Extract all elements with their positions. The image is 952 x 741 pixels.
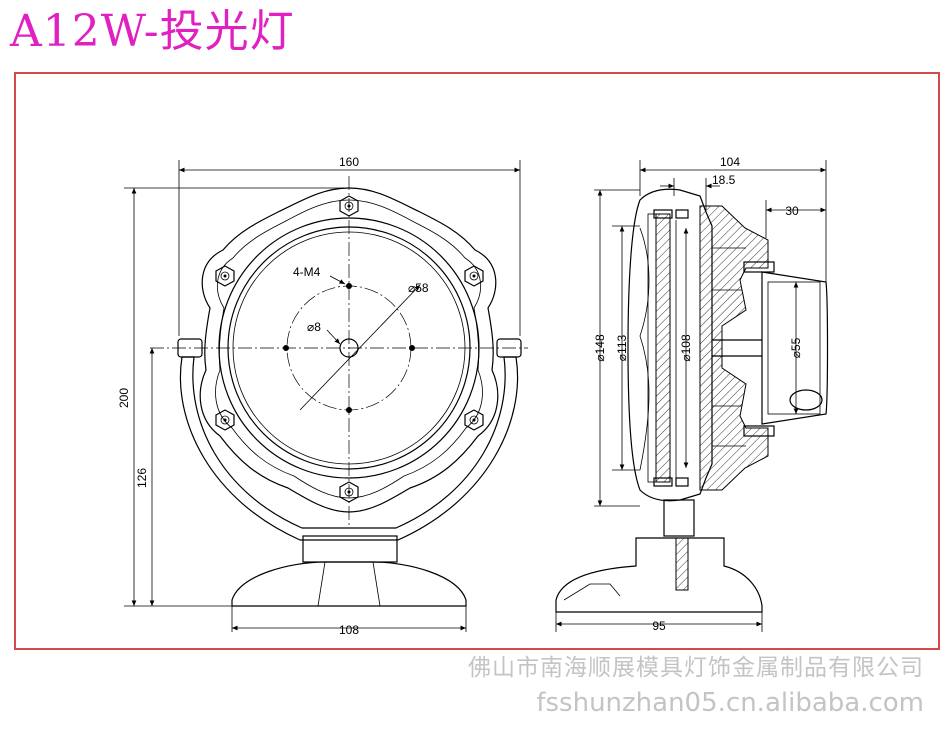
dim-height-total: 200: [117, 388, 131, 408]
dim-base-depth: 95: [652, 619, 666, 633]
side-view: 104 18.5 30 ⌀148 ⌀113 ⌀108 ⌀55 9: [555, 155, 829, 633]
dim-cap-diameter: ⌀55: [789, 337, 803, 358]
front-view: 160 200 126 108 4-M4 ⌀58 ⌀8: [117, 155, 528, 637]
dim-outer-diameter: ⌀148: [593, 334, 607, 362]
stand-base: [231, 561, 467, 607]
callout-pitch-circle: ⌀58: [408, 281, 429, 295]
dim-rear-cap: 30: [785, 204, 799, 218]
side-dimensions: 104 18.5 30 ⌀148 ⌀113 ⌀108 ⌀55 9: [555, 155, 827, 633]
side-glass: [655, 213, 671, 483]
dim-base-width: 108: [339, 623, 359, 637]
dim-width-top: 160: [339, 155, 359, 169]
u-bracket: [179, 356, 519, 541]
page-title: A12W-投光灯: [10, 6, 295, 57]
callout-holes: 4-M4: [293, 265, 321, 279]
side-cable-gland: [789, 389, 823, 411]
dim-glass-diameter: ⌀108: [679, 334, 693, 362]
side-base: [555, 537, 763, 613]
side-housing: [699, 205, 769, 491]
dim-inner-diameter: ⌀113: [615, 334, 629, 361]
side-rear-cap: [761, 271, 829, 425]
center-hole: [339, 338, 359, 358]
side-bezel: [627, 188, 713, 502]
front-dimensions: 160 200 126 108 4-M4 ⌀58 ⌀8: [117, 155, 521, 637]
mount-holes: [283, 283, 415, 413]
side-lens-outer: [647, 213, 657, 483]
dim-height-pivot: 126: [135, 468, 149, 488]
side-bolts: [653, 209, 775, 487]
dim-lens: 18.5: [712, 173, 736, 187]
watermark-company: 佛山市南海顺展模具灯饰金属制品有限公司: [468, 655, 924, 681]
callout-center-hole: ⌀8: [307, 320, 321, 334]
hex-bolts: [215, 195, 484, 503]
side-stem: [663, 499, 695, 537]
watermark-url: fsshunzhan05.cn.alibaba.com: [536, 688, 924, 718]
dim-depth: 104: [720, 155, 740, 169]
side-base-screw: [675, 537, 689, 591]
drawing-frame: [14, 72, 940, 650]
